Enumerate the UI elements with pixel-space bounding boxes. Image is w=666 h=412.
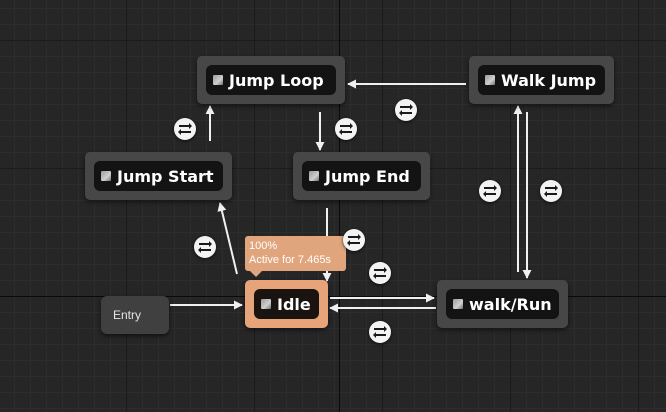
transition-rule-icon[interactable] [174,118,196,140]
state-label: Jump Loop [229,70,324,90]
transition-rule-icon[interactable] [335,118,357,140]
entry-label: Entry [113,308,142,322]
state-node-icon [453,299,463,309]
transition-rule-icon[interactable] [540,180,562,202]
entry-node[interactable]: Entry [101,296,169,334]
active-duration: Active for 7.465s [249,254,331,266]
transition-rule-icon[interactable] [369,321,391,343]
state-node-icon [309,171,319,181]
state-node-icon [485,75,495,85]
transition-rule-icon[interactable] [395,99,417,121]
graph-axis-vertical [339,0,340,412]
state-node-icon [261,299,271,309]
state-label: Walk Jump [501,70,597,90]
state-node-walk-jump[interactable]: Walk Jump [469,56,614,104]
state-label: Idle [277,294,311,314]
tooltip-pointer [250,271,262,277]
active-state-tooltip: 100% Active for 7.465s [245,236,346,271]
state-node-jump-loop[interactable]: Jump Loop [197,56,345,104]
transition-rule-icon[interactable] [369,262,391,284]
active-weight: 100% [249,240,278,252]
transition-rule-icon[interactable] [479,180,501,202]
state-label: walk/Run [469,294,552,314]
transition-rule-icon[interactable] [343,229,365,251]
graph-axis-horizontal [0,296,666,297]
state-node-icon [213,75,223,85]
state-node-walk-run[interactable]: walk/Run [437,280,568,328]
transition-rule-icon[interactable] [194,236,216,258]
state-label: Jump End [325,166,410,186]
state-label: Jump Start [117,166,214,186]
state-node-icon [101,171,111,181]
state-node-jump-end[interactable]: Jump End [293,152,430,200]
state-node-idle[interactable]: Idle [245,280,328,328]
edge-idle-to-jumpstart [217,202,238,275]
state-node-jump-start[interactable]: Jump Start [85,152,232,200]
